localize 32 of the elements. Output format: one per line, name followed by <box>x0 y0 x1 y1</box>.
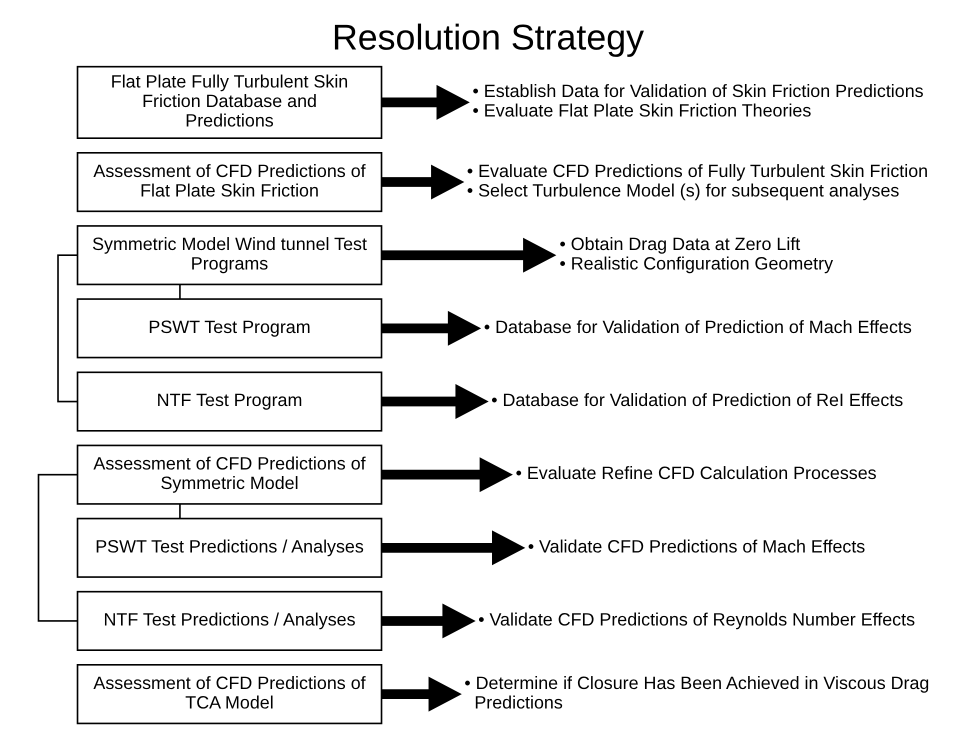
node-box: Symmetric Model Wind tunnel Test Programs <box>76 225 382 286</box>
arrow <box>382 604 476 638</box>
arrow <box>382 457 513 492</box>
arrow <box>382 164 464 200</box>
node-text: • Determine if Closure Has Been Achieved in Viscous Drag Predictions <box>464 672 930 712</box>
node-box: NTF Test Program <box>76 371 382 432</box>
node-text: • Database for Validation of Prediction of ReI Effects <box>491 390 904 410</box>
arrow <box>382 676 462 712</box>
node-text: • Evaluate Refine CFD Calculation Processes <box>516 463 877 484</box>
node-text: • Evaluate CFD Predictions of Fully Turbulent Skin Friction • Select Turbulence Model (s) for subsequent analyses <box>466 160 928 200</box>
diagram-title: Resolution Strategy <box>332 18 644 58</box>
node-text: • Validate CFD Predictions of Mach Effects <box>528 536 866 556</box>
node-text: • Validate CFD Predictions of Reynolds Number Effects <box>478 610 916 630</box>
node-box: NTF Test Predictions / Analyses <box>76 590 382 652</box>
arrow <box>382 384 489 419</box>
arrow <box>382 530 526 566</box>
connector <box>179 504 181 518</box>
connector <box>38 474 78 622</box>
connector <box>179 284 181 300</box>
node-box: Assessment of CFD Predictions of Flat Plate Skin Friction <box>76 152 382 212</box>
node-text: • Obtain Drag Data at Zero Lift • Realistic Configuration Geometry <box>560 234 834 274</box>
arrow <box>382 310 482 346</box>
node-box: Assessment of CFD Predictions of Symmetric Model <box>76 444 382 505</box>
node-text: • Establish Data for Validation of Skin Friction Predictions • Evaluate Flat Plate Skin Friction Theories <box>472 81 924 121</box>
node-box: PSWT Test Predictions / Analyses <box>76 518 382 578</box>
node-text: • Database for Validation of Prediction of Mach Effects <box>484 316 912 337</box>
connector <box>57 254 78 402</box>
arrow <box>382 84 470 120</box>
node-box: PSWT Test Program <box>76 298 382 358</box>
node-box: Flat Plate Fully Turbulent Skin Friction Database and Predictions <box>76 66 382 139</box>
node-box: Assessment of CFD Predictions of TCA Model <box>76 664 382 724</box>
arrow <box>382 238 556 273</box>
